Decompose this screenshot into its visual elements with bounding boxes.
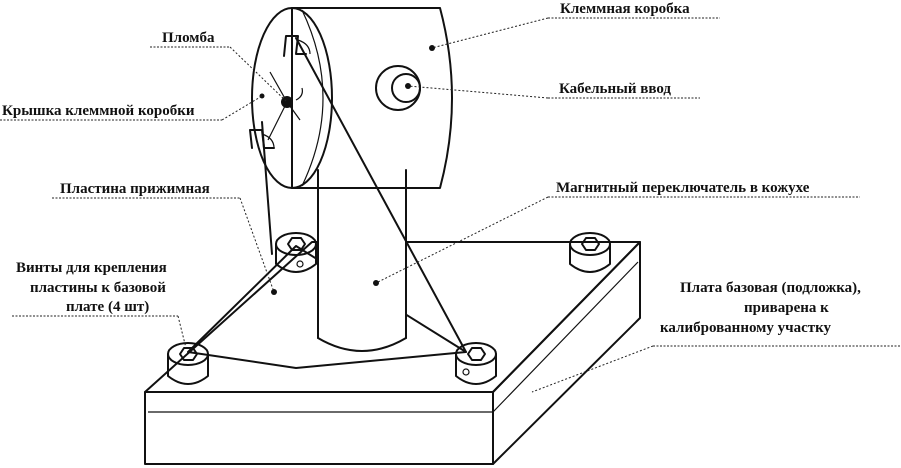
label-screws-line-2: пластины к базовой — [30, 280, 166, 296]
label-screws-line-3: плате (4 шт) — [66, 299, 149, 315]
leader-lines — [0, 17, 901, 393]
label-terminal-box: Клеммная коробка — [560, 1, 690, 17]
label-cable-entry: Кабельный ввод — [559, 81, 671, 97]
cover-clamp-top — [283, 35, 311, 57]
label-base-plate-line-3: калиброванному участку — [660, 320, 832, 336]
screw-back-left — [275, 232, 317, 273]
label-base-plate-line-1: Плата базовая (подложка), — [680, 280, 861, 296]
magnetic-switch-housing — [317, 169, 407, 352]
terminal-box — [251, 7, 453, 189]
label-pressure-plate: Пластина прижимная — [60, 181, 210, 197]
cable-entry — [375, 65, 421, 111]
base-plate — [144, 241, 641, 465]
label-base-plate-line-2: приварена к — [744, 300, 829, 316]
screw-front-left — [167, 342, 209, 385]
seal — [267, 71, 303, 141]
label-magnetic-switch: Магнитный переключатель в кожухе — [556, 180, 810, 196]
label-screws-line-1: Винты для крепления — [16, 260, 167, 276]
screw-front-right — [455, 342, 497, 385]
screw-back-right — [569, 232, 611, 273]
label-terminal-box-cover: Крышка клеммной коробки — [2, 103, 195, 119]
label-seal: Пломба — [162, 30, 215, 46]
wire-lines — [261, 37, 467, 353]
